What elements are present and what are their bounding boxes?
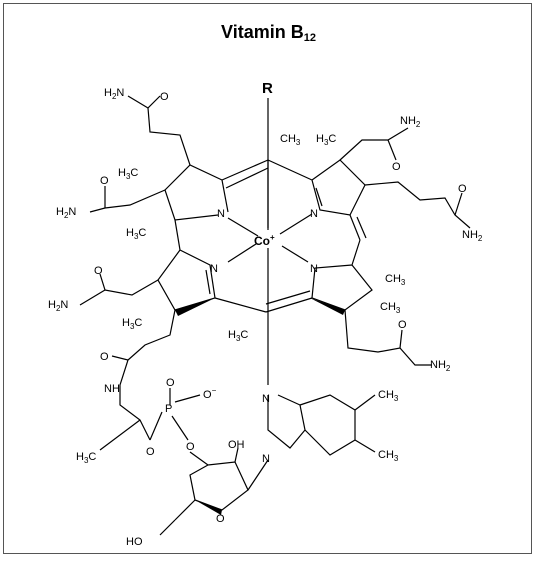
bond-lower-bridge-right (265, 297, 313, 313)
o-lower-left: O (94, 265, 103, 277)
chain-lr (344, 309, 432, 366)
n-upper-right: N (310, 208, 318, 220)
n-benz-top: N (262, 393, 270, 405)
chain-ur-top (339, 127, 409, 161)
bond-lr-o (399, 329, 403, 349)
ring-lower-right (311, 239, 373, 311)
chain-ll (79, 279, 159, 306)
nh2-right-mid: NH2 (462, 229, 483, 243)
wedge-sugar (195, 500, 222, 515)
p-label: P (165, 403, 172, 415)
atom-labels: R Co+ N N N N N N H2N O H2N O H2N O NH2 … (48, 80, 483, 548)
bond-ll-o (99, 273, 106, 291)
ch3-iso: H3C (76, 451, 96, 465)
page-title: Vitamin B12 (221, 22, 316, 44)
bond-benz-ch3-top (354, 394, 376, 411)
n-upper-left: N (217, 208, 225, 220)
bond-sugar-benz (247, 459, 269, 491)
bond-ll-double (205, 269, 211, 295)
wedge-lr (310, 298, 345, 315)
bond-sugar-oh (234, 447, 239, 463)
bond-co-n-ll (227, 243, 257, 263)
o-minus-label: O− (203, 386, 217, 401)
n-benz-bottom: N (262, 453, 270, 465)
bond-left-link (174, 219, 181, 251)
nh2-lower-left: H2N (48, 299, 68, 313)
chain-ur-mid (364, 181, 471, 229)
nh2-left-mid: H2N (56, 206, 76, 220)
ch3-left: H3C (126, 227, 146, 241)
ring-upper-left (164, 164, 229, 221)
bond-ch3-iso (99, 419, 141, 451)
bond-co-n-ur (279, 213, 313, 235)
o-lower-right: O (398, 319, 407, 331)
ch3-lower-left: H3C (122, 317, 142, 331)
ch3-bottom: H3C (228, 329, 248, 343)
chain-ul-mid (89, 189, 166, 213)
r-group-label: R (262, 80, 273, 97)
ring-upper-right (267, 159, 366, 216)
o-upper-right: O (392, 161, 401, 173)
o-phosphate-top: O (166, 377, 175, 389)
o-ring-sugar: O (216, 513, 225, 525)
ring-ribose (189, 451, 249, 511)
o-ester: O (146, 446, 155, 458)
oh-sugar: OH (228, 439, 245, 451)
nh-label: NH (104, 383, 120, 395)
ch3-top-right: H3C (316, 133, 336, 147)
cobalt-label: Co+ (254, 233, 275, 248)
wedge-ll (175, 298, 215, 316)
chain-ul-top (147, 95, 191, 166)
bond-ul-bridge (221, 159, 269, 181)
bond-p-o-minus (174, 394, 201, 403)
ch3-right-bottom: CH3 (380, 301, 401, 315)
ch3-right-top: CH3 (385, 273, 406, 287)
bond-amide-o (111, 355, 129, 361)
bond-lower-bridge-left (214, 297, 267, 313)
bond-o-p (149, 411, 163, 441)
nh2-upper-left: H2N (104, 87, 124, 101)
bond-right-link (349, 214, 361, 241)
o-sugar-link: O (186, 441, 195, 453)
bond-co-n-lr (281, 245, 309, 263)
bond-lines (79, 95, 471, 536)
n-lower-left: N (210, 263, 218, 275)
bond-p-o-sugar (171, 415, 189, 441)
ch3-benz-top: CH3 (378, 389, 399, 403)
nh2-upper-right: NH2 (400, 115, 421, 129)
bond-ul-nh2 (127, 95, 149, 109)
ch3-benz-bottom: CH3 (378, 449, 399, 463)
bond-lower-bridge-double (265, 290, 311, 305)
ring-benzene (299, 394, 356, 456)
bond-co-n-ul (227, 217, 259, 237)
bond-benz-ch3-bottom (354, 439, 376, 453)
bond-ul-bridge-double (225, 167, 269, 189)
o-left-mid: O (100, 175, 109, 187)
nh2-lower-right: NH2 (430, 359, 451, 373)
bond-ur-mid-o (454, 192, 463, 216)
chain-nucleotide (119, 309, 176, 441)
bond-right-link-double (356, 216, 367, 239)
bond-sugar-ch2 (174, 499, 196, 521)
bond-ur-top-o (387, 139, 397, 161)
o-right-mid: O (458, 183, 467, 195)
bond-ch2-ho (159, 519, 176, 536)
o-amide: O (100, 351, 109, 363)
ring-imidazole (267, 394, 306, 449)
ch3-ul: H3C (118, 167, 138, 181)
n-lower-right: N (310, 263, 318, 275)
o-upper-left: O (160, 91, 169, 103)
ch3-top-left: CH3 (280, 133, 301, 147)
ho-label: HO (126, 536, 143, 548)
bond-ur-double (315, 187, 323, 207)
